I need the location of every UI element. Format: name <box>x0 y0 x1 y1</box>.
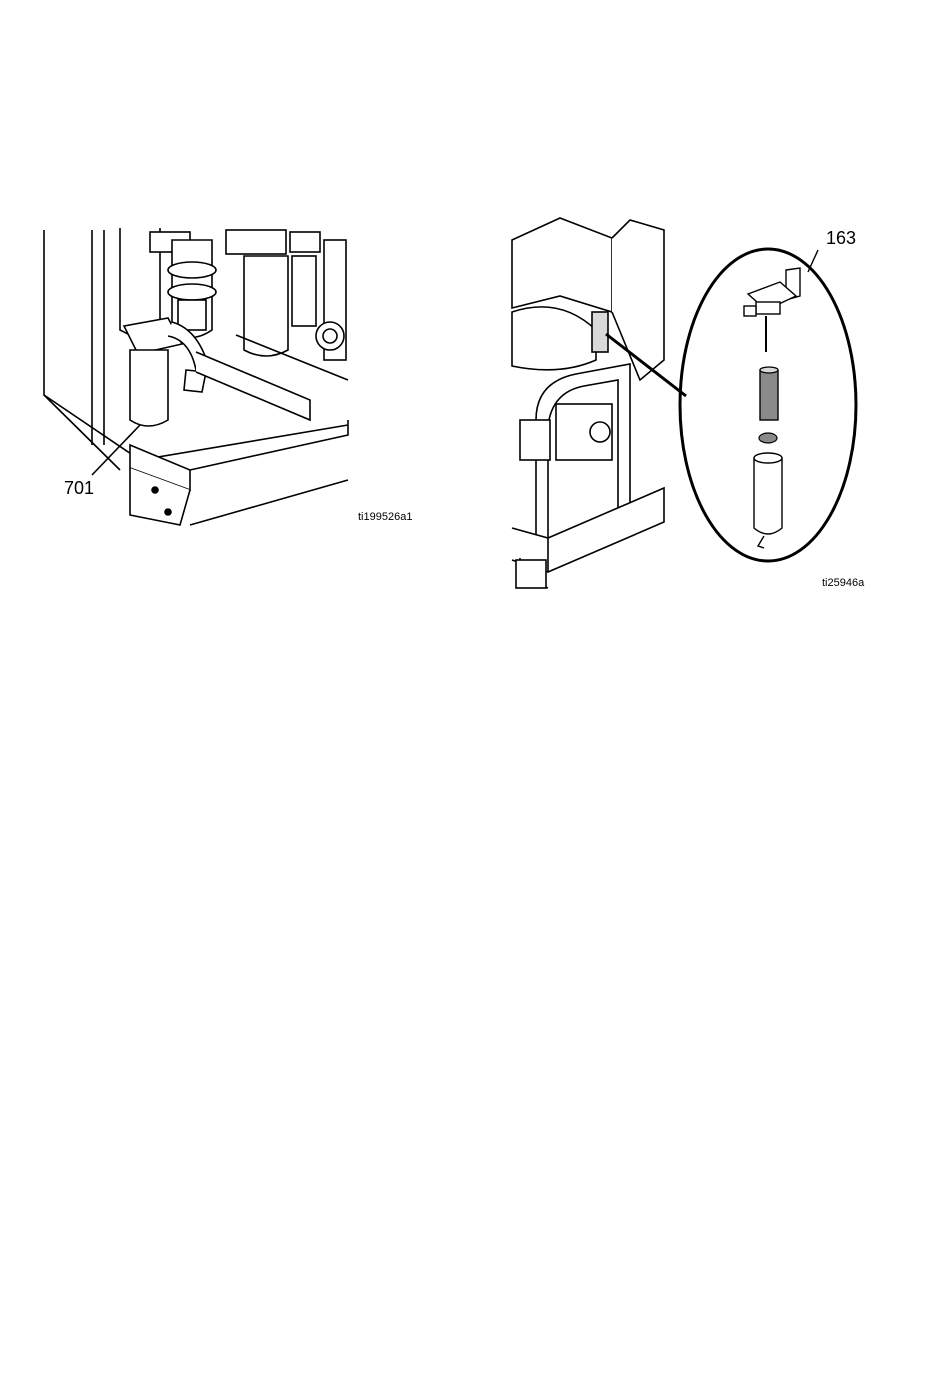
manifold <box>292 256 316 326</box>
frame-upright-left <box>44 230 120 470</box>
filter-bowl-top <box>754 453 782 463</box>
pressure-gauge-inner <box>323 329 337 343</box>
top-block-2 <box>226 230 286 254</box>
callout-701: 701 <box>64 478 94 498</box>
cabinet <box>512 218 612 312</box>
base-rail-cross <box>196 352 310 420</box>
valve-block <box>520 420 550 460</box>
cabinet-side <box>612 220 664 380</box>
top-block-3 <box>290 232 320 252</box>
filter-detail <box>680 249 856 561</box>
leader-line-163 <box>808 250 818 272</box>
filter-drain <box>758 536 764 548</box>
figure-id-right: ti25946a <box>822 577 865 589</box>
filter-element-top <box>760 367 778 373</box>
base-foot <box>516 560 546 588</box>
filter-oring <box>759 433 777 443</box>
filter-head-body <box>756 302 780 314</box>
figure-id-left: ti199526a1 <box>358 511 412 523</box>
bolt-head <box>152 487 158 493</box>
pump-collar-2 <box>168 284 216 300</box>
tank <box>512 307 596 370</box>
filter-bowl <box>754 458 782 534</box>
bolt-head-2 <box>165 509 171 515</box>
right-illustration <box>512 218 686 588</box>
filter-element <box>760 370 778 420</box>
pump-collar <box>168 262 216 278</box>
filter-inlet <box>744 306 756 316</box>
frame-base <box>190 420 348 525</box>
machine-filter <box>592 312 608 352</box>
callout-163: 163 <box>826 228 856 248</box>
regulator <box>590 422 610 442</box>
strainer-bowl <box>130 350 168 426</box>
